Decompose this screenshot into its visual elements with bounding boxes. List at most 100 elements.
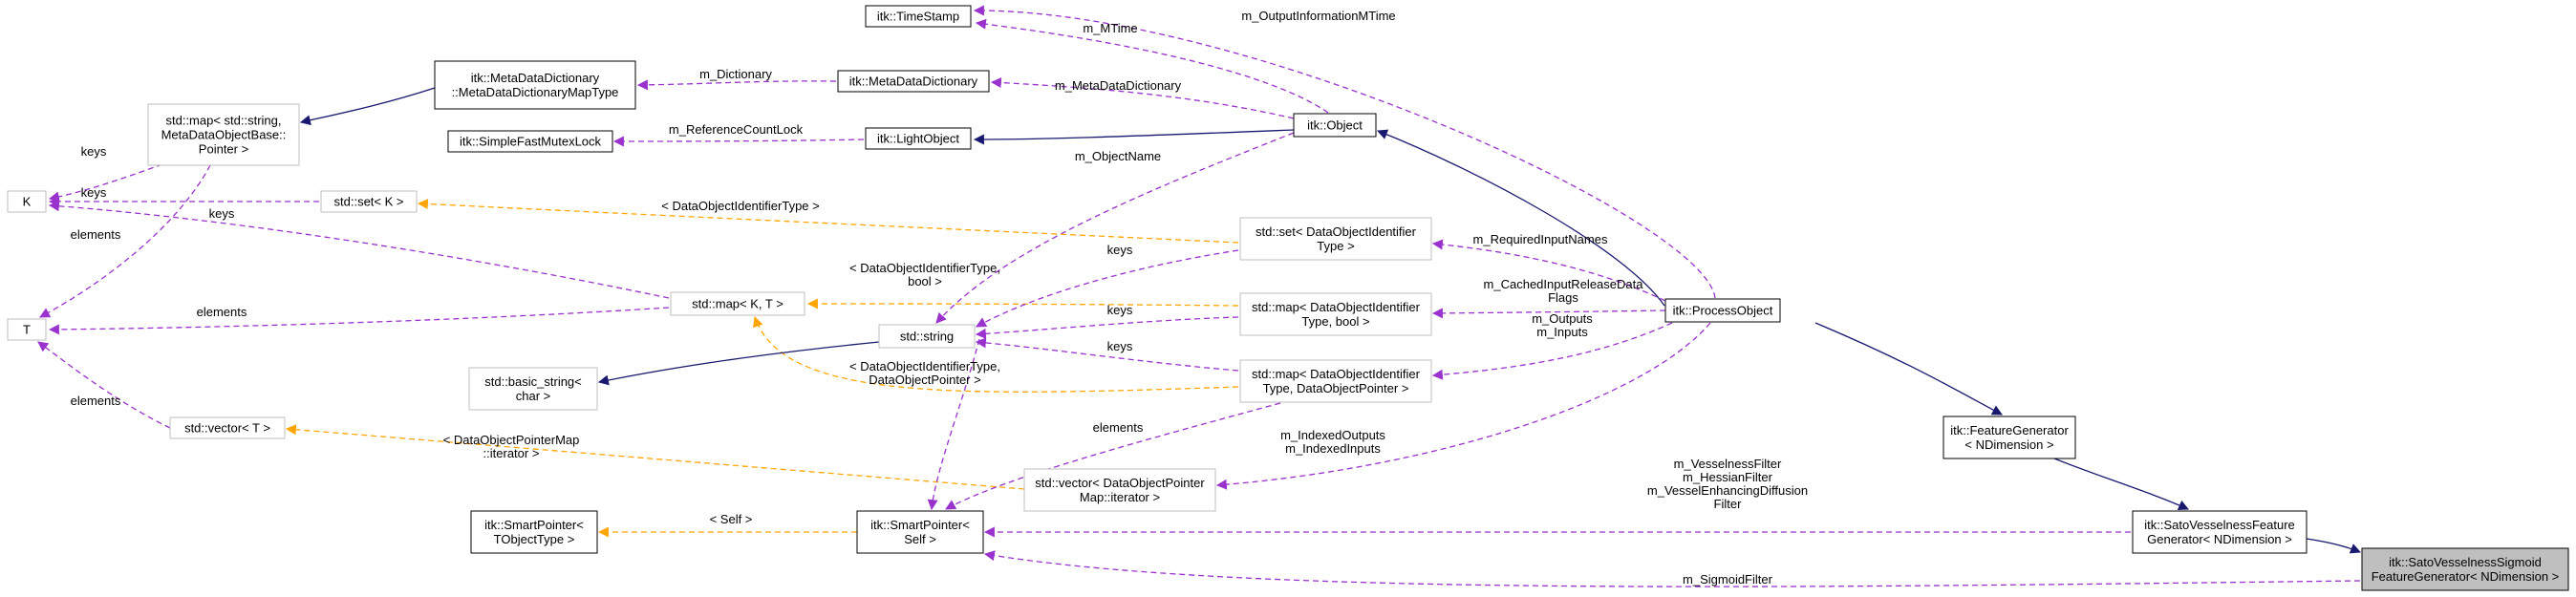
node-box bbox=[1239, 292, 1432, 336]
node-label: TObjectType > bbox=[494, 532, 575, 546]
edge-tmpl-doit-bool bbox=[806, 298, 1239, 309]
edge-label-keys-mapdop: keys bbox=[1107, 339, 1133, 353]
edge-cached bbox=[1431, 308, 1666, 319]
node-std-string[interactable]: std::string bbox=[878, 324, 976, 349]
edge-label-tmpl-doit-dop: DataObjectPointer > bbox=[869, 373, 980, 387]
node-label: std::map< DataObjectIdentifier bbox=[1252, 300, 1421, 314]
node-label: std::map< DataObjectIdentifier bbox=[1252, 367, 1421, 381]
node-timestamp[interactable]: itk::TimeStamp bbox=[865, 5, 972, 28]
node-label: Pointer > bbox=[199, 142, 248, 157]
node-std-map-kt[interactable]: std::map< K, T > bbox=[670, 291, 805, 316]
edge-label-elements-vec-t: elements bbox=[71, 394, 121, 408]
node-K[interactable]: K bbox=[7, 190, 47, 213]
node-box bbox=[1664, 298, 1781, 323]
node-object[interactable]: itk::Object bbox=[1293, 113, 1377, 138]
edge-label-m-dictionary: m_Dictionary bbox=[699, 67, 772, 81]
edge-mutex bbox=[612, 136, 865, 147]
node-sp-tobj[interactable]: itk::SmartPointer<TObjectType > bbox=[470, 510, 598, 554]
node-metadict[interactable]: itk::MetaDataDictionary bbox=[837, 70, 990, 93]
edge-label-keys-mapbool: keys bbox=[1107, 303, 1133, 317]
edge-tmpl-doit bbox=[417, 198, 1239, 244]
node-box bbox=[7, 190, 47, 213]
node-box bbox=[1943, 416, 2076, 459]
node-box bbox=[1239, 359, 1432, 403]
edge-label-m-vesselness: m_VesselnessFilter bbox=[1674, 457, 1782, 471]
node-label: itk::SmartPointer< bbox=[484, 518, 584, 532]
edge-omtime bbox=[973, 5, 1716, 299]
edge-str-inh bbox=[597, 341, 880, 386]
edge-label-m-indexed: m_IndexedOutputs bbox=[1280, 428, 1385, 442]
node-label: itk::SimpleFastMutexLock bbox=[460, 135, 602, 149]
node-box bbox=[865, 127, 972, 150]
node-std-set-doit[interactable]: std::set< DataObjectIdentifierType > bbox=[1239, 217, 1432, 261]
edge-label-m-output-info-mtime: m_OutputInformationMTime bbox=[1241, 9, 1395, 23]
node-box bbox=[169, 416, 286, 439]
node-std-vector-dop[interactable]: std::vector< DataObjectPointerMap::itera… bbox=[1023, 468, 1216, 512]
node-label: MetaDataObjectBase:: bbox=[161, 128, 287, 142]
node-label: itk::LightObject bbox=[877, 132, 959, 146]
node-std-map-metadata[interactable]: std::map< std::string,MetaDataObjectBase… bbox=[147, 103, 300, 166]
node-std-vector-t[interactable]: std::vector< T > bbox=[169, 416, 286, 439]
edge-sigm-inh bbox=[2306, 538, 2362, 554]
node-box bbox=[2132, 510, 2308, 554]
node-basic-string[interactable]: std::basic_string<char > bbox=[468, 367, 598, 411]
edge-label-tmpl-self: < Self > bbox=[710, 512, 753, 526]
edge-label-tmpl-dopmap-iter: < DataObjectPointerMap bbox=[443, 433, 580, 447]
node-box bbox=[670, 291, 805, 316]
edge-label-m-outputs: m_Inputs bbox=[1536, 325, 1588, 339]
edge-light-inh bbox=[973, 129, 1295, 145]
node-label: < NDimension > bbox=[1964, 437, 2053, 452]
node-sigmoid[interactable]: itk::SatoVesselnessSigmoidFeatureGenerat… bbox=[2361, 547, 2569, 591]
node-label: itk::SmartPointer< bbox=[870, 518, 970, 532]
edge-keys-mapkt-k bbox=[48, 201, 670, 299]
node-label: std::set< DataObjectIdentifier bbox=[1256, 224, 1417, 239]
edge-label-keys-set-k: keys bbox=[81, 185, 107, 200]
edge-label-m-objectname: m_ObjectName bbox=[1075, 149, 1161, 163]
node-label: std::basic_string< bbox=[484, 374, 582, 389]
edge-label-m-outputs: m_Outputs bbox=[1532, 311, 1593, 326]
edge-label-keys-map-k: keys bbox=[81, 144, 107, 159]
node-std-map-dop[interactable]: std::map< DataObjectIdentifierType, Data… bbox=[1239, 359, 1432, 403]
node-std-map-bool[interactable]: std::map< DataObjectIdentifierType, bool… bbox=[1239, 292, 1432, 336]
node-T[interactable]: T bbox=[7, 318, 47, 341]
edge-keys-mapdop bbox=[975, 337, 1239, 372]
node-label: std::map< std::string, bbox=[165, 114, 281, 128]
node-box bbox=[2361, 547, 2569, 591]
node-label: itk::MetaDataDictionary bbox=[471, 71, 600, 85]
edge-dict bbox=[636, 79, 837, 91]
node-box bbox=[7, 318, 47, 341]
node-box bbox=[320, 190, 418, 213]
node-label: Type, bool > bbox=[1301, 314, 1369, 329]
edge-label-m-metadatadictionary: m_MetaDataDictionary bbox=[1055, 78, 1182, 93]
edge-label-m-vesselness: m_VesselEnhancingDiffusion bbox=[1647, 483, 1808, 498]
edge-label-m-vesselness: Filter bbox=[1714, 497, 1743, 511]
node-box bbox=[1023, 468, 1216, 512]
node-box bbox=[1239, 217, 1432, 261]
node-label: Self > bbox=[904, 532, 936, 546]
edge-sigmoid bbox=[983, 550, 2361, 587]
node-box bbox=[865, 5, 972, 28]
edge-indexed bbox=[1215, 322, 1711, 490]
edge-mtime bbox=[975, 18, 1329, 114]
node-label: itk::MetaDataDictionary bbox=[849, 75, 978, 89]
node-box bbox=[147, 103, 300, 166]
node-label: char > bbox=[516, 389, 551, 403]
edge-objname2 bbox=[927, 338, 980, 511]
node-mutex[interactable]: itk::SimpleFastMutexLock bbox=[447, 130, 613, 153]
edge-label-m-sigmoid: m_SigmoidFilter bbox=[1683, 572, 1773, 586]
node-label: Type > bbox=[1317, 239, 1354, 253]
node-lightobj[interactable]: itk::LightObject bbox=[865, 127, 972, 150]
edge-label-tmpl-doit-dop: < DataObjectIdentifierType, bbox=[849, 359, 1000, 373]
edge-label-tmpl-doit-bool: bool > bbox=[908, 274, 942, 288]
node-sp-self[interactable]: itk::SmartPointer<Self > bbox=[856, 510, 984, 554]
node-metadict-map[interactable]: itk::MetaDataDictionary::MetaDataDiction… bbox=[434, 60, 636, 110]
node-processobj[interactable]: itk::ProcessObject bbox=[1664, 298, 1781, 323]
edge-tmpl-doit-dop bbox=[753, 315, 1239, 393]
node-label: std::set< K > bbox=[334, 195, 404, 209]
edge-label-m-indexed: m_IndexedInputs bbox=[1285, 441, 1381, 456]
node-label: itk::FeatureGenerator bbox=[1950, 423, 2069, 437]
node-std-set-k[interactable]: std::set< K > bbox=[320, 190, 418, 213]
node-featuregen[interactable]: itk::FeatureGenerator< NDimension > bbox=[1943, 416, 2076, 459]
edge-label-m-mtime: m_MTime bbox=[1083, 21, 1137, 35]
